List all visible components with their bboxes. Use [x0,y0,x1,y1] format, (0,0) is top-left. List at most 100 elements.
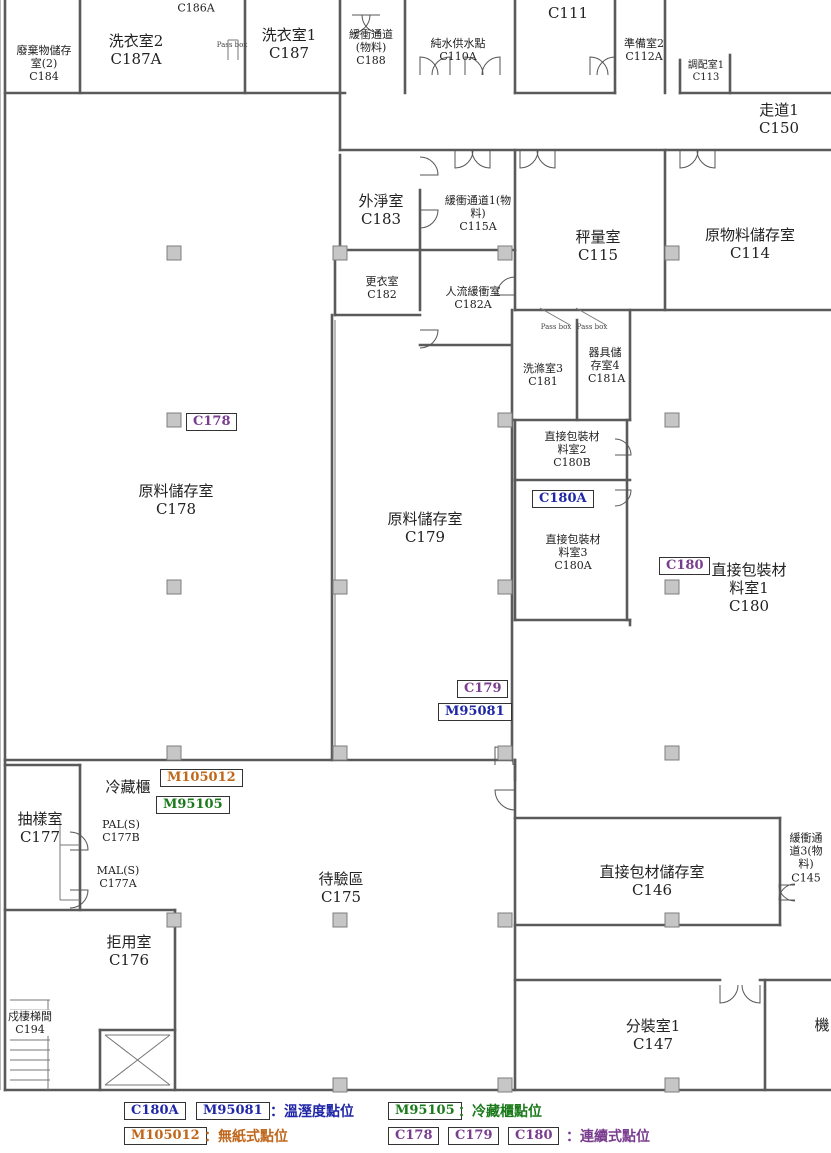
door-swing [778,884,796,902]
door-swing [419,156,439,176]
legend-tag-c180a: C180A [124,1102,186,1120]
door-swing [696,149,716,169]
structural-column [166,245,182,261]
door-swing [481,56,501,76]
structural-column [332,745,348,761]
wall [104,1034,171,1086]
room-c111: C111 [547,4,589,22]
door-swing [69,889,89,909]
door-swing [419,56,439,76]
structural-column [664,245,680,261]
legend-tag-c178: C178 [388,1127,440,1145]
door-swing [614,489,632,507]
door-swing [431,56,451,76]
structural-column [497,912,513,928]
structural-column [332,245,348,261]
pass-box-label: Pass box [216,40,248,49]
door-swing [778,883,796,901]
door-swing [741,984,761,1004]
door-swing [589,56,609,76]
legend-fridge-label: ：冷藏櫃點位 [458,1104,542,1120]
floor-plan [0,0,831,1093]
door-swing [361,14,381,34]
sensor-tag-m105012[interactable]: M105012 [160,769,243,787]
door-swing [419,209,439,229]
room-c177a: MAL(S)C177A [96,863,140,890]
wall [575,307,607,326]
door-swing [536,149,556,169]
legend-temp-label: ：溫溼度點位 [270,1104,354,1120]
structural-column [166,412,182,428]
structural-column [332,1077,348,1093]
door-swing [69,831,89,851]
legend-tag-m95105: M95105 [388,1102,462,1120]
room-c115a: 緩衝通道1(物料)C115A [444,194,512,234]
legend: C180A M95081 ：溫溼度點位 M95105 ：冷藏櫃點位 M10501… [0,1095,831,1153]
door-swing [419,329,439,349]
sensor-tag-c180a[interactable]: C180A [532,490,594,508]
legend-tag-m95081: M95081 [196,1102,270,1120]
sensor-tag-c179[interactable]: C179 [457,680,509,698]
legend-tag-c180: C180 [508,1127,560,1145]
door-swing [519,149,539,169]
door-swing [496,276,516,296]
room-c145: 緩衝通道3(物料)C145 [789,831,823,885]
door-swing [719,984,739,1004]
structural-column [332,579,348,595]
wall [539,307,571,326]
room-fridge: 冷藏櫃 [105,778,151,796]
pass-box-label: Pass box [576,322,608,331]
structural-column [664,1077,680,1093]
sensor-tag-m95081[interactable]: M95081 [438,703,512,721]
door-swing [494,789,516,811]
room-right-edge: 機 [814,1016,830,1034]
structural-column [497,412,513,428]
structural-column [664,412,680,428]
sensor-tag-c178[interactable]: C178 [186,413,238,431]
door-swing [596,56,616,76]
legend-continuous-label: ：連續式點位 [566,1129,650,1145]
legend-tag-c179: C179 [448,1127,500,1145]
sensor-tag-m95105[interactable]: M95105 [156,796,230,814]
room-c177b: PAL(S)C177B [102,817,140,844]
door-swing [454,149,474,169]
room-c188: 緩衝通道(物料)C188 [349,28,393,68]
door-swing [471,149,491,169]
legend-tag-m105012: M105012 [124,1127,207,1145]
structural-column [497,745,513,761]
room-c186a: C186A [177,1,215,15]
pass-box-label: Pass box [540,322,572,331]
door-swing [679,149,699,169]
structural-column [497,1077,513,1093]
door-swing [614,438,632,456]
structural-column [664,745,680,761]
sensor-tag-c180[interactable]: C180 [659,557,711,575]
structural-column [497,245,513,261]
structural-column [664,579,680,595]
structural-column [497,579,513,595]
